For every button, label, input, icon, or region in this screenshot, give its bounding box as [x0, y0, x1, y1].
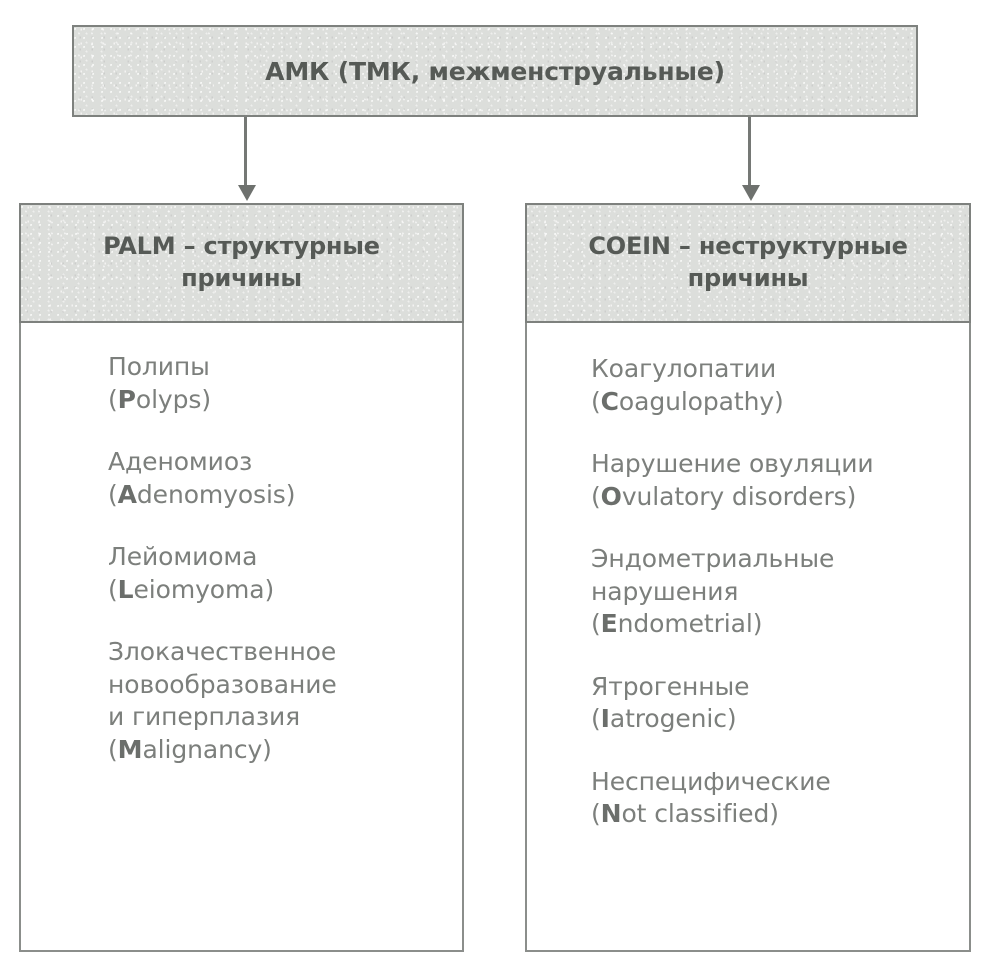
- column-header-line: причины: [687, 264, 809, 292]
- cause-english-line: (Polyps): [108, 384, 211, 414]
- cause-item: Нарушение овуляции (Ovulatory disorders): [591, 448, 951, 513]
- cause-russian-line: новообразование: [108, 669, 337, 699]
- cause-english-initial: L: [117, 574, 134, 604]
- cause-english-rest: alignancy: [142, 734, 263, 764]
- cause-english-line: (Leiomyoma): [108, 574, 275, 604]
- cause-english-initial: N: [600, 799, 622, 828]
- cause-russian-line: Коагулопатии: [591, 354, 777, 383]
- cause-english-rest: atrogenic: [609, 704, 727, 733]
- cause-english-initial: E: [600, 609, 618, 638]
- cause-english-initial: C: [600, 386, 619, 416]
- cause-russian-line: Полипы: [108, 352, 210, 381]
- cause-english-initial: I: [600, 704, 610, 733]
- column-coein: COEIN – неструктурные причины Коагулопат…: [525, 203, 971, 952]
- cause-item: Аденомиоз (Adenomyosis): [108, 446, 444, 511]
- cause-english-line: (Not classified): [591, 799, 779, 828]
- column-palm: PALM – структурные причины Полипы (Polyp…: [19, 203, 464, 952]
- root-node-label: АМК (ТМК, межменструальные): [265, 56, 725, 86]
- cause-russian-line: Лейомиома: [108, 542, 258, 571]
- cause-english-rest: eiomyoma: [133, 574, 265, 604]
- cause-russian-line: нарушения: [591, 576, 739, 606]
- cause-english-line: (Malignancy): [108, 734, 272, 764]
- cause-russian-line: Неспецифические: [591, 766, 831, 796]
- cause-item: Злокачественное новообразование и гиперп…: [108, 636, 444, 766]
- cause-item: Коагулопатии (Coagulopathy): [591, 353, 951, 418]
- cause-english-initial: P: [117, 384, 136, 414]
- column-header-label-palm: PALM – структурные причины: [89, 231, 394, 294]
- cause-english-rest: olyps: [135, 384, 202, 414]
- cause-english-rest: oagulopathy: [618, 386, 775, 416]
- cause-russian-line: Нарушение овуляции: [591, 449, 874, 478]
- column-header-line: PALM – структурные: [103, 232, 380, 261]
- cause-english-initial: M: [117, 734, 143, 764]
- column-header-line: COEIN – неструктурные: [588, 232, 908, 261]
- column-header-line: причины: [181, 264, 302, 292]
- arrow-head-icon-to-palm: [238, 185, 256, 201]
- root-node-amk: АМК (ТМК, межменструальные): [72, 25, 918, 117]
- column-body-palm: Полипы (Polyps) Аденомиоз (Adenomyosis) …: [19, 323, 464, 952]
- cause-russian-line: и гиперплазия: [108, 702, 301, 731]
- cause-russian-line: Эндометриальные: [591, 544, 835, 573]
- column-header-label-coein: COEIN – неструктурные причины: [574, 231, 921, 294]
- cause-english-rest: ndometrial: [617, 609, 753, 638]
- column-body-coein: Коагулопатии (Coagulopathy) Нарушение ов…: [525, 323, 971, 952]
- cause-english-line: (Adenomyosis): [108, 479, 296, 509]
- cause-english-line: (Ovulatory disorders): [591, 481, 857, 511]
- cause-english-rest: ot classified: [621, 799, 770, 828]
- connector-line-to-palm: [244, 117, 247, 189]
- column-header-coein: COEIN – неструктурные причины: [525, 203, 971, 323]
- cause-english-line: (Endometrial): [591, 609, 763, 638]
- connector-line-to-coein: [748, 117, 751, 189]
- cause-item: Полипы (Polyps): [108, 351, 444, 416]
- cause-english-initial: O: [600, 481, 622, 511]
- cause-english-rest: vulatory disorders: [621, 481, 847, 511]
- cause-russian-line: Злокачественное: [108, 637, 337, 666]
- cause-english-line: (Coagulopathy): [591, 386, 784, 416]
- column-header-palm: PALM – структурные причины: [19, 203, 464, 323]
- arrow-head-icon-to-coein: [742, 185, 760, 201]
- cause-english-rest: denomyosis: [136, 479, 286, 509]
- cause-item: Неспецифические (Not classified): [591, 766, 951, 831]
- cause-english-line: (Iatrogenic): [591, 704, 737, 733]
- cause-english-initial: A: [117, 479, 137, 509]
- cause-item: Лейомиома (Leiomyoma): [108, 541, 444, 606]
- cause-russian-line: Аденомиоз: [108, 447, 253, 476]
- cause-item: Эндометриальные нарушения (Endometrial): [591, 543, 951, 641]
- cause-item: Ятрогенные (Iatrogenic): [591, 671, 951, 736]
- cause-russian-line: Ятрогенные: [591, 671, 750, 701]
